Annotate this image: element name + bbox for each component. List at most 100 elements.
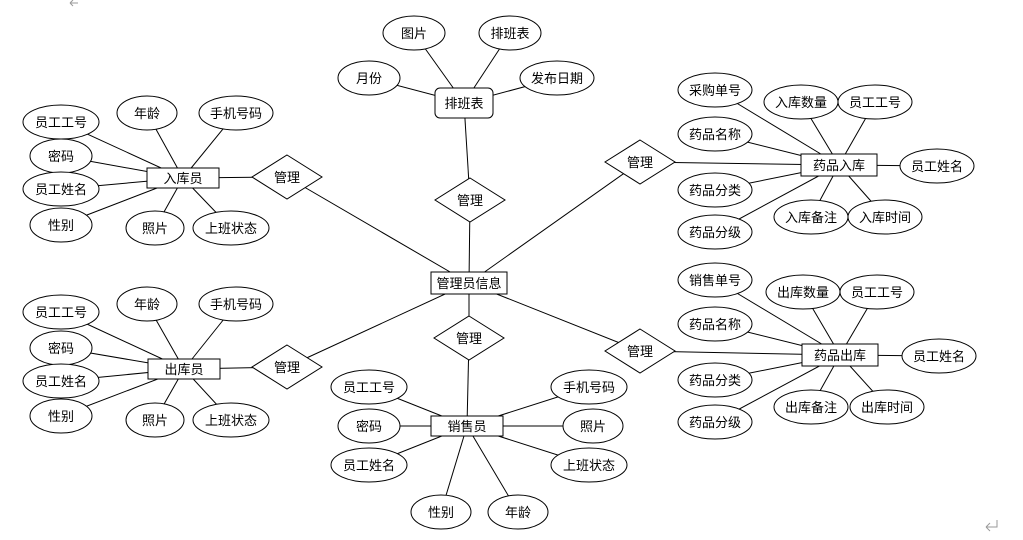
attribute-ellipse — [198, 95, 274, 131]
attribute-label: 员工姓名 — [35, 374, 87, 390]
entity-box — [147, 358, 221, 380]
attribute-ellipse — [192, 210, 270, 246]
attribute-label: 员工姓名 — [35, 182, 87, 198]
attribute-yc_fenlei: 药品分类 — [677, 362, 753, 398]
attribute-ck_zhuangtai: 上班状态 — [192, 402, 270, 438]
attribute-yc_shuliang: 出库数量 — [765, 274, 841, 310]
attribute-ellipse — [410, 494, 472, 530]
attribute-ck_xingbie: 性别 — [29, 398, 93, 434]
attribute-pb_fabu: 发布日期 — [519, 60, 595, 96]
relationship-label: 管理 — [274, 361, 300, 376]
entity-box — [800, 153, 878, 177]
entity-shouhuoyuan: 销售员 — [430, 415, 504, 437]
attribute-rk_mima: 密码 — [29, 138, 93, 174]
attribute-ck_gonghao: 员工工号 — [22, 294, 100, 330]
attribute-label: 入库数量 — [775, 95, 827, 111]
attribute-yr_xingming: 员工姓名 — [899, 148, 975, 184]
relationship-label: 管理 — [456, 332, 482, 347]
attribute-label: 上班状态 — [563, 459, 615, 474]
attribute-ellipse — [837, 84, 913, 120]
attribute-label: 采购单号 — [689, 83, 741, 99]
attribute-ellipse — [337, 60, 401, 96]
entity-box — [430, 271, 508, 295]
attribute-yr_fenji: 药品分级 — [677, 214, 753, 250]
relationship-label: 管理 — [627, 345, 653, 360]
entity-paiban: 排班表 — [434, 87, 494, 119]
attribute-ellipse — [29, 398, 93, 434]
relationship-diamond — [251, 344, 323, 390]
connector-r_ruku-admin — [286, 176, 470, 284]
attribute-label: 照片 — [142, 222, 168, 237]
attribute-label: 手机号码 — [563, 381, 615, 396]
attribute-ellipse — [116, 95, 178, 131]
attribute-label: 照片 — [142, 414, 168, 429]
attribute-yc_danhao: 销售单号 — [677, 262, 753, 298]
relationship-r_ypruku: 管理 — [604, 139, 676, 185]
attribute-ellipse — [562, 408, 624, 444]
entity-label: 药品出库 — [814, 348, 866, 364]
relationship-diamond — [433, 315, 505, 361]
attribute-label: 密码 — [356, 419, 382, 435]
attribute-ellipse — [22, 363, 100, 399]
attribute-ellipse — [330, 369, 408, 405]
relationship-r_chuku: 管理 — [251, 344, 323, 390]
attribute-ellipse — [677, 116, 753, 152]
attribute-ck_shouji: 手机号码 — [198, 286, 274, 322]
relationship-diamond — [604, 328, 676, 374]
attribute-label: 入库时间 — [859, 210, 911, 226]
attribute-label: 年龄 — [505, 506, 531, 521]
attribute-ellipse — [849, 389, 925, 425]
attribute-ellipse — [550, 369, 628, 405]
attribute-label: 性别 — [48, 219, 74, 234]
attribute-label: 手机号码 — [210, 298, 262, 313]
attribute-ellipse — [382, 15, 446, 51]
attribute-ellipse — [330, 447, 408, 483]
entity-ypruku: 药品入库 — [800, 153, 878, 177]
connector-r_chuku-admin — [286, 282, 470, 368]
attribute-yc_shijian: 出库时间 — [849, 389, 925, 425]
attribute-rk_xingming: 员工姓名 — [22, 171, 100, 207]
relationship-r_ruku: 管理 — [251, 154, 323, 200]
attribute-label: 员工姓名 — [911, 159, 963, 175]
attribute-ck_xingming: 员工姓名 — [22, 363, 100, 399]
attribute-xs_zhuangtai: 上班状态 — [550, 447, 628, 483]
attribute-label: 年龄 — [134, 298, 160, 313]
attribute-ck_mima: 密码 — [29, 330, 93, 366]
attribute-ellipse — [677, 362, 753, 398]
attribute-yc_beizhu: 出库备注 — [773, 389, 849, 425]
attribute-ellipse — [116, 286, 178, 322]
attribute-ellipse — [478, 15, 542, 51]
attribute-ellipse — [519, 60, 595, 96]
attribute-label: 密码 — [48, 341, 74, 357]
attribute-rk_xingbie: 性别 — [29, 207, 93, 243]
attribute-pb_tupian: 图片 — [382, 15, 446, 51]
entity-label: 出库员 — [164, 362, 203, 378]
attribute-ellipse — [550, 447, 628, 483]
attribute-ellipse — [677, 404, 753, 440]
attribute-label: 发布日期 — [531, 71, 583, 87]
attribute-rk_gonghao: 员工工号 — [22, 104, 100, 140]
attribute-label: 性别 — [428, 506, 454, 521]
attribute-label: 手机号码 — [210, 107, 262, 122]
attribute-yc_mingcheng: 药品名称 — [677, 306, 753, 342]
attribute-label: 药品分级 — [689, 416, 741, 431]
relationship-diamond — [434, 177, 506, 223]
entity-label: 销售员 — [447, 419, 486, 435]
attribute-label: 药品名称 — [689, 317, 741, 333]
attribute-ellipse — [125, 402, 185, 438]
relationship-label: 管理 — [627, 156, 653, 171]
attribute-xs_mima: 密码 — [337, 408, 401, 444]
attribute-label: 上班状态 — [205, 222, 257, 237]
attribute-ellipse — [677, 262, 753, 298]
entity-ypchuku: 药品出库 — [801, 343, 879, 367]
attribute-label: 出库数量 — [777, 285, 829, 301]
attribute-rk_nianling: 年龄 — [116, 95, 178, 131]
attribute-label: 月份 — [356, 72, 382, 87]
attribute-ellipse — [125, 210, 185, 246]
attribute-ellipse — [677, 306, 753, 342]
attribute-ellipse — [773, 389, 849, 425]
relationship-r_paiban: 管理 — [434, 177, 506, 223]
attribute-ellipse — [677, 172, 753, 208]
attribute-label: 员工工号 — [343, 381, 395, 396]
attribute-label: 上班状态 — [205, 414, 257, 429]
